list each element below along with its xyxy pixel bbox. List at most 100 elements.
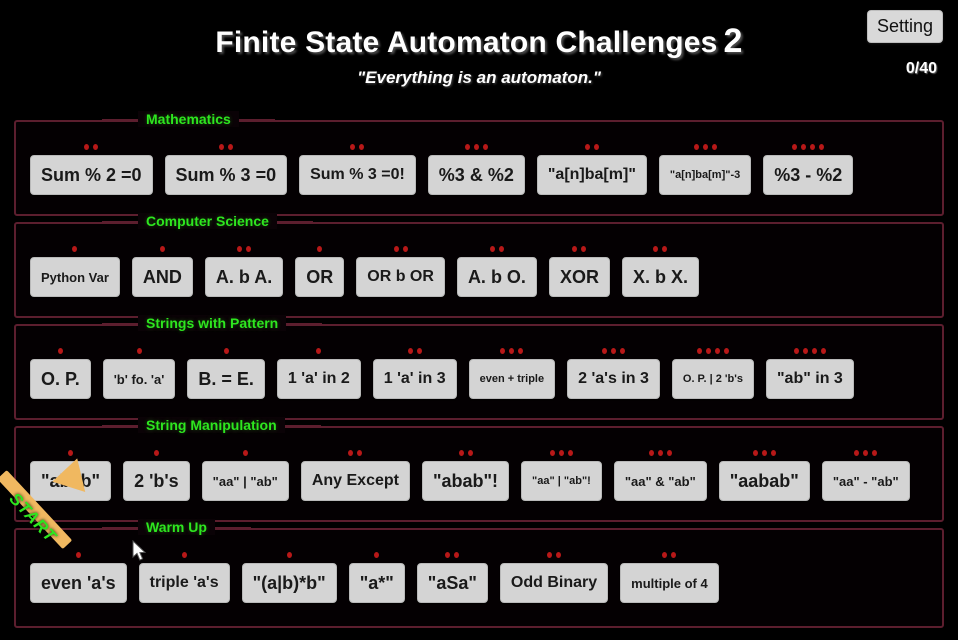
difficulty-dots [159,246,165,255]
difficulty-dots [348,450,363,459]
difficulty-dot [761,450,767,456]
difficulty-dot [863,450,869,456]
challenge-button[interactable]: even 'a's [30,563,127,603]
challenge-item: "aa" | "ab"! [521,450,602,501]
challenge-button[interactable]: multiple of 4 [620,563,719,603]
difficulty-dots [237,246,252,255]
difficulty-dots [854,450,878,459]
challenge-button[interactable]: 1 'a' in 2 [276,359,361,399]
difficulty-dot [317,246,323,252]
challenge-item: %3 - %2 [763,144,854,195]
challenge-button[interactable]: "a[n]ba[m]" [536,155,647,195]
difficulty-dot [181,552,187,558]
section-label: Mathematics [102,111,275,127]
challenge-item: A. b A. [204,246,284,297]
challenge-button[interactable]: A. b O. [456,257,537,297]
challenge-button[interactable]: "ab" in 3 [765,359,854,399]
challenge-button[interactable]: %3 & %2 [427,155,525,195]
page-title-number: 2 [723,22,743,60]
challenge-item: "a[n]ba[m]"-3 [658,144,752,195]
challenge-item: %3 & %2 [427,144,525,195]
difficulty-dots [374,552,380,561]
difficulty-dot [218,144,224,150]
challenge-button[interactable]: Sum % 2 =0 [30,155,153,195]
difficulty-dot [820,348,826,354]
difficulty-dots [752,450,776,459]
difficulty-dot [72,246,78,252]
challenge-button[interactable]: 'b' fo. 'a' [102,359,176,399]
difficulty-dot [593,144,599,150]
difficulty-dot [581,246,587,252]
difficulty-dot [482,144,488,150]
challenge-item: "a*" [348,552,405,603]
challenge-button[interactable]: "(a|b)*b" [241,563,337,603]
difficulty-dots [317,246,323,255]
difficulty-dots [218,144,233,153]
challenge-button[interactable]: 2 'a's in 3 [567,359,660,399]
challenge-item: even + triple [468,348,556,399]
difficulty-dot [473,144,479,150]
difficulty-dot [653,246,659,252]
difficulty-dots [458,450,473,459]
challenge-button[interactable]: "aabab" [718,461,810,501]
difficulty-dot [854,450,860,456]
challenge-button[interactable]: "aa" & "ab" [613,461,707,501]
challenge-button[interactable]: Sum % 3 =0 [164,155,288,195]
difficulty-dot [811,348,817,354]
challenge-button[interactable]: Odd Binary [499,563,609,603]
challenge-button[interactable]: OR b OR [356,257,445,297]
challenge-button[interactable]: %3 - %2 [763,155,854,195]
challenge-button[interactable]: "abab" [30,461,112,501]
challenge-button[interactable]: A. b A. [204,257,284,297]
challenge-button[interactable]: OR [295,257,345,297]
difficulty-dot [227,144,233,150]
challenge-button[interactable]: "a[n]ba[m]"-3 [658,155,752,195]
difficulty-dots [489,246,504,255]
challenge-button[interactable]: 2 'b's [123,461,190,501]
challenge-button[interactable]: "aa" | "ab" [201,461,289,501]
challenge-button[interactable]: "a*" [348,563,405,603]
challenge-button[interactable]: O. P. | 2 'b's [671,359,754,399]
difficulty-dot [402,246,408,252]
difficulty-dot [416,348,422,354]
difficulty-dot [567,450,573,456]
challenge-button[interactable]: "aSa" [416,563,488,603]
page-subtitle: "Everything is an automaton." [357,68,601,87]
challenge-button[interactable]: B. = E. [187,359,265,399]
difficulty-dot [57,348,63,354]
challenge-item: Odd Binary [499,552,609,603]
challenge-item: multiple of 4 [620,552,719,603]
challenge-button[interactable]: Any Except [300,461,410,501]
challenge-item: Sum % 3 =0 [164,144,288,195]
challenge-button[interactable]: XOR [548,257,610,297]
difficulty-dots [84,144,99,153]
challenge-row: O. P. 'b' fo. 'a' B. = E. 1 'a' in 2 1 'a' i… [30,348,932,399]
difficulty-dots [792,144,825,153]
challenge-button[interactable]: 1 'a' in 3 [372,359,457,399]
difficulty-dots [584,144,599,153]
challenge-button[interactable]: triple 'a's [138,563,230,603]
challenge-button[interactable]: Sum % 3 =0! [299,155,416,195]
challenge-button[interactable]: "aa" - "ab" [821,461,910,501]
challenge-button[interactable]: even + triple [468,359,556,399]
setting-button[interactable]: Setting [866,10,943,43]
challenge-button[interactable]: X. b X. [621,257,699,297]
difficulty-dots [547,552,562,561]
difficulty-dots [75,552,81,561]
difficulty-dot [357,450,363,456]
challenge-button[interactable]: Python Var [30,257,120,297]
challenge-item: A. b O. [456,246,537,297]
difficulty-dots [68,450,74,459]
challenge-button[interactable]: O. P. [30,359,91,399]
section-label: Computer Science [102,213,313,229]
challenge-button[interactable]: "abab"! [421,461,510,501]
challenge-button[interactable]: "aa" | "ab"! [521,461,602,501]
challenge-button[interactable]: AND [131,257,193,297]
challenge-item: OR [295,246,345,297]
difficulty-dots [464,144,488,153]
difficulty-dot [136,348,142,354]
